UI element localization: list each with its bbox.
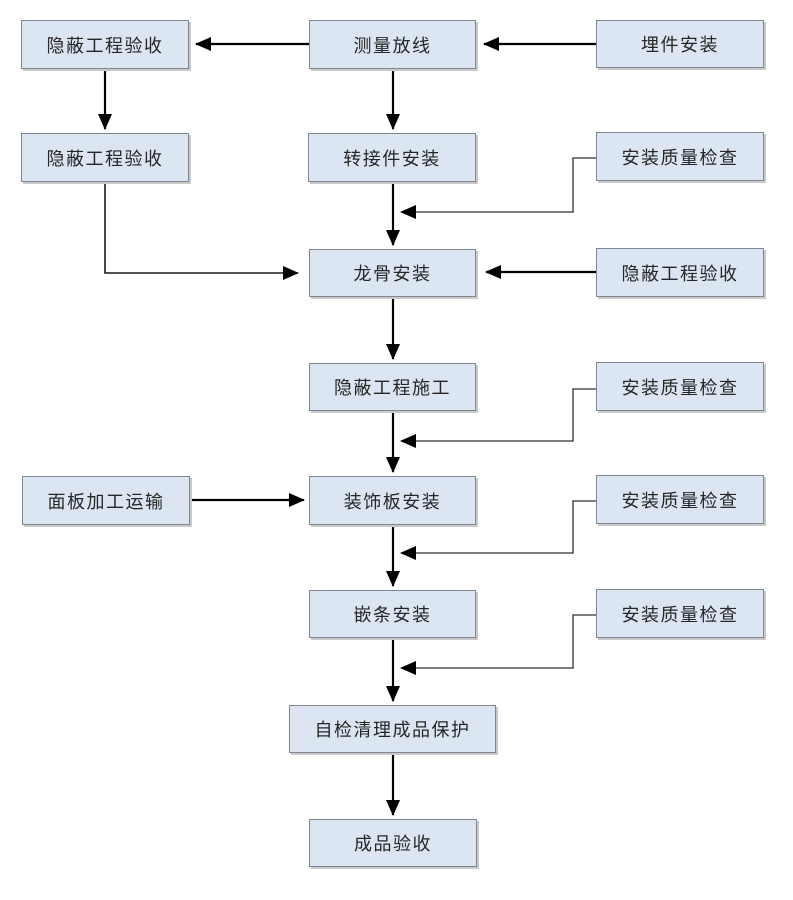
- node-survey-layout: 测量放线: [309, 20, 476, 69]
- node-label: 装饰板安装: [343, 491, 442, 513]
- node-trim-install: 嵌条安装: [309, 590, 476, 638]
- node-adapter-install: 转接件安装: [308, 133, 476, 182]
- node-label: 龙骨安装: [353, 264, 432, 285]
- node-label: 安装质量检查: [621, 377, 739, 399]
- node-label: 隐蔽工程验收: [46, 148, 164, 170]
- node-panel-transport: 面板加工运输: [22, 476, 190, 525]
- node-qc-check-1: 安装质量检查: [596, 132, 764, 181]
- node-label: 埋件安装: [641, 35, 719, 56]
- node-label: 测量放线: [353, 35, 432, 57]
- node-label: 安装质量检查: [621, 490, 739, 512]
- node-embed-install: 埋件安装: [596, 20, 764, 68]
- node-qc-check-4: 安装质量检查: [596, 589, 764, 638]
- node-self-check-protect: 自检清理成品保护: [289, 705, 496, 753]
- node-label: 安装质量检查: [621, 147, 739, 169]
- node-label: 嵌条安装: [353, 605, 432, 626]
- node-hidden-acceptance-1: 隐蔽工程验收: [21, 20, 189, 69]
- node-label: 安装质量检查: [621, 604, 739, 626]
- node-label: 隐蔽工程施工: [334, 378, 451, 399]
- node-qc-check-2: 安装质量检查: [596, 362, 764, 411]
- node-label: 自检清理成品保护: [314, 720, 471, 741]
- node-qc-check-3: 安装质量检查: [596, 475, 764, 524]
- node-hidden-works: 隐蔽工程施工: [309, 363, 476, 411]
- edge-qc3-merge: [400, 500, 596, 560]
- node-final-acceptance: 成品验收: [309, 819, 477, 867]
- edge-hidden2-to-keel: [104, 182, 299, 280]
- node-panel-install: 装饰板安装: [309, 476, 476, 525]
- node-hidden-acceptance-2: 隐蔽工程验收: [21, 133, 189, 182]
- edge-qc1-merge: [400, 157, 596, 219]
- node-label: 成品验收: [354, 834, 432, 855]
- node-hidden-acceptance-3: 隐蔽工程验收: [596, 248, 764, 297]
- edge-qc2-merge: [400, 388, 596, 448]
- node-label: 隐蔽工程验收: [621, 263, 739, 285]
- node-label: 面板加工运输: [47, 491, 165, 513]
- node-keel-install: 龙骨安装: [309, 249, 476, 297]
- node-label: 隐蔽工程验收: [46, 35, 164, 57]
- node-label: 转接件安装: [343, 148, 441, 170]
- edge-qc4-merge: [400, 614, 596, 675]
